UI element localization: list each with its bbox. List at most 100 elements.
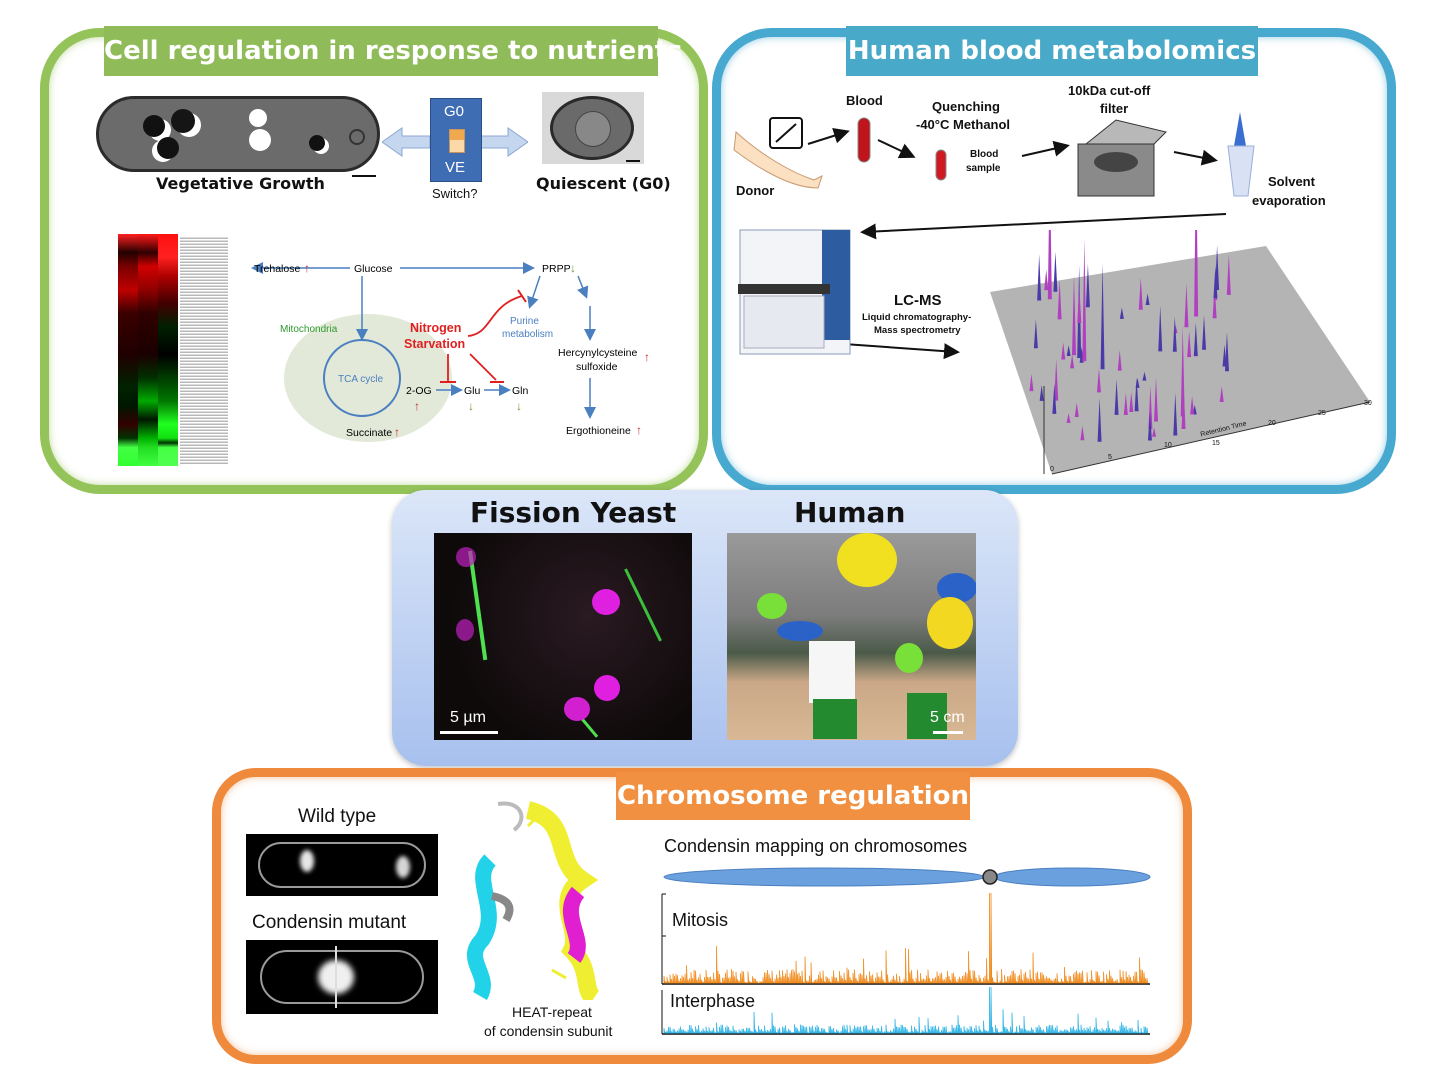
chromosome-left-arm	[663, 867, 985, 887]
blood-label: Blood	[846, 93, 883, 108]
chromatogram-peak	[1053, 251, 1058, 292]
succinate-label: Succinate	[346, 427, 392, 439]
chromatogram-peak	[1054, 359, 1059, 401]
chromatogram-peak	[1052, 383, 1057, 414]
chromatogram-peak	[1135, 377, 1140, 388]
starvation-label: Starvation	[404, 337, 465, 351]
blood-sample-label-1: Blood	[970, 149, 999, 160]
chromatogram-peak	[1085, 263, 1090, 308]
axis-tick-5: 5	[1108, 454, 1112, 461]
chromatogram-peak	[1044, 269, 1049, 291]
retention-axis-ticks: 0 5 10 15 20 25 30	[1046, 400, 1376, 480]
interphase-label: Interphase	[670, 991, 756, 1011]
fission-yeast-title: Fission Yeast	[470, 496, 677, 529]
chromatogram-peak	[1142, 371, 1147, 381]
vegetative-growth-label: Vegetative Growth	[156, 174, 325, 193]
wild-type-cell-image	[246, 834, 438, 896]
chromatogram-peak	[1158, 305, 1163, 352]
heat-repeat-label-2: of condensin subunit	[484, 1023, 613, 1039]
blood-tube-icon	[857, 117, 871, 163]
heat-repeat-structure	[467, 801, 601, 1000]
chromatogram-peak	[1194, 230, 1199, 317]
quenching-label-2: -40°C Methanol	[916, 117, 1011, 132]
lcms-sub-2: Mass spectrometry	[874, 325, 961, 336]
yeast-scale-label: 5 µm	[450, 709, 486, 726]
human-scale-bar	[933, 731, 963, 734]
gln-down-icon: ↓	[516, 399, 522, 413]
lcms-sub-1: Liquid chromatography-	[862, 312, 972, 323]
chromatogram-peak	[1129, 392, 1134, 413]
chromatogram-peak	[1047, 230, 1052, 300]
trehalose-up-icon: ↑	[304, 261, 310, 275]
blood-sample-label-2: sample	[966, 163, 1001, 174]
chromosome-right-arm	[993, 867, 1151, 887]
prpp-label: PRPP	[542, 263, 571, 275]
chromatogram-peak	[1184, 283, 1189, 328]
nitrogen-starvation-pathway: Trehalose ↑ Glucose PRPP ↓ Mitochondria …	[251, 261, 650, 442]
chromatogram-peak	[1193, 322, 1198, 357]
chromatogram-peak	[1080, 425, 1085, 441]
chromatogram-peak	[1152, 427, 1157, 437]
switch-caption: Switch?	[432, 186, 478, 201]
chromatogram-peak	[1202, 315, 1207, 350]
chromatogram-peak	[1070, 354, 1075, 369]
chromatogram-peak	[1096, 368, 1101, 393]
chromatogram-peak	[1057, 279, 1062, 320]
chromatogram-peak	[1123, 393, 1128, 415]
mitochondria-label: Mitochondria	[280, 324, 338, 335]
glucose-label: Glucose	[354, 263, 393, 275]
chromatogram-peak	[1066, 413, 1071, 423]
lcms-label: LC-MS	[894, 292, 942, 309]
chromosome-diagram	[663, 867, 1151, 887]
solvent-label-2: evaporation	[1252, 193, 1326, 208]
mitosis-label: Mitosis	[672, 910, 729, 930]
ergothioneine-label: Ergothioneine	[566, 425, 631, 437]
chromatogram-peaks	[1029, 230, 1231, 442]
2og-label: 2-OG	[406, 385, 432, 397]
interphase-trace	[663, 986, 1149, 1034]
succinate-up-icon: ↑	[394, 425, 400, 439]
nutrient-panel-title: Cell regulation in response to nutrients	[104, 26, 683, 76]
toggle-switch-icon	[449, 129, 465, 153]
axis-tick-15: 15	[1212, 440, 1220, 447]
chromatogram-peak	[1173, 392, 1178, 436]
chromatogram-peak	[1082, 238, 1087, 362]
chromatogram-peak	[1037, 254, 1042, 301]
axis-tick-0: 0	[1050, 466, 1054, 473]
chromatogram-peak	[1172, 316, 1177, 352]
donor-arm-icon	[733, 130, 823, 189]
axis-tick-20: 20	[1268, 420, 1276, 427]
chromatogram-peak	[1190, 395, 1195, 415]
chromatogram-peak	[1061, 342, 1066, 360]
human-scale-label: 5 cm	[930, 709, 965, 726]
chromatogram-peak	[1219, 386, 1224, 402]
chromatogram-peak	[1138, 277, 1143, 310]
chromatogram-peak	[1212, 285, 1217, 319]
switch-g0-label: G0	[444, 103, 465, 120]
heatmap-row-labels	[180, 236, 228, 464]
axis-tick-10: 10	[1164, 442, 1172, 449]
hercynyl-up-icon: ↑	[644, 350, 650, 364]
nitrogen-label: Nitrogen	[410, 321, 461, 335]
eppendorf-tube-icon	[1227, 112, 1255, 197]
hercynyl-label-2: sulfoxide	[576, 361, 618, 373]
right-arrow-icon	[477, 127, 528, 157]
blood-workflow	[733, 112, 1255, 197]
purine-label-1: Purine	[510, 316, 539, 327]
human-photo: 5 cm	[727, 533, 976, 740]
filter-label-2: filter	[1100, 101, 1129, 116]
chromatogram-peak	[1029, 373, 1034, 392]
metabolite-heatmap	[118, 234, 178, 466]
prpp-down-icon: ↓	[570, 261, 576, 275]
chromatogram-peak	[1224, 331, 1229, 372]
mass-spectrometer-icon	[738, 229, 851, 355]
quiescent-label: Quiescent (G0)	[536, 174, 671, 193]
chromatogram-peak	[1181, 385, 1186, 430]
mitochondria-shape	[284, 314, 452, 442]
donor-label: Donor	[736, 183, 775, 198]
chromatogram-peak	[1066, 345, 1071, 357]
condensin-chip-tracks	[661, 892, 1150, 1035]
chromatogram-peak	[1134, 377, 1139, 412]
inhibition-purine	[467, 295, 523, 337]
fission-yeast-image: 5 µm	[434, 533, 692, 740]
